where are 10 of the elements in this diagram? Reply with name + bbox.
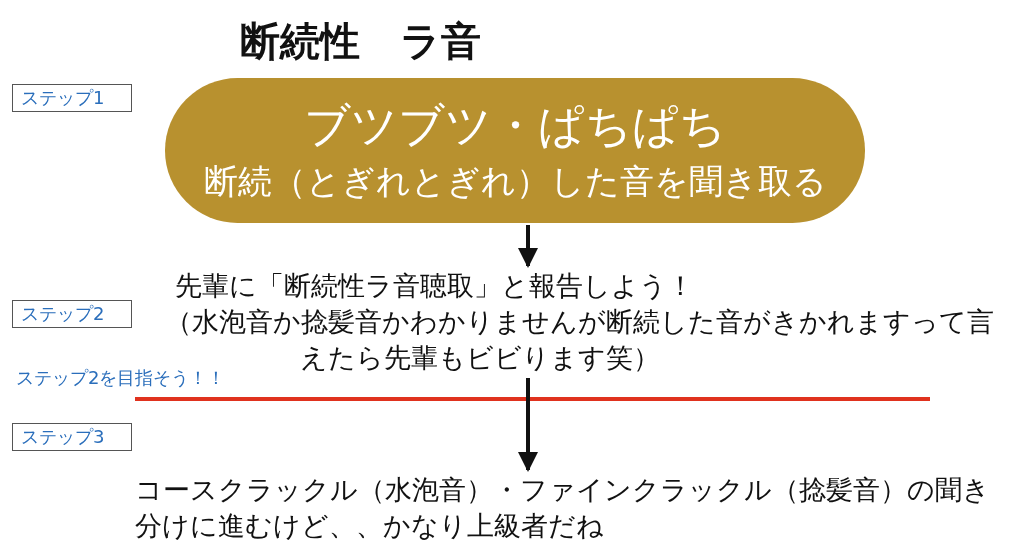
node-text: 先輩に「断続性ラ音聴取」と報告しよう！ bbox=[174, 269, 695, 303]
pill-text: 断続（とぎれとぎれ）した音を聞き取る bbox=[202, 159, 828, 203]
step-label: ステップ2 bbox=[12, 300, 132, 328]
node-text: コースクラックル（水泡音）・ファインクラックル（捻髪音）の聞き分けに進むけど、、かなり上級者だね bbox=[135, 473, 991, 543]
pill-heading: ブツブツ・ぱちぱち bbox=[303, 96, 727, 154]
arrow bbox=[518, 378, 538, 472]
title: 断続性 ラ音 bbox=[240, 17, 481, 66]
arrow bbox=[518, 225, 538, 268]
step-label: ステップ1 bbox=[12, 84, 132, 112]
step-label: ステップ3 bbox=[12, 423, 132, 451]
